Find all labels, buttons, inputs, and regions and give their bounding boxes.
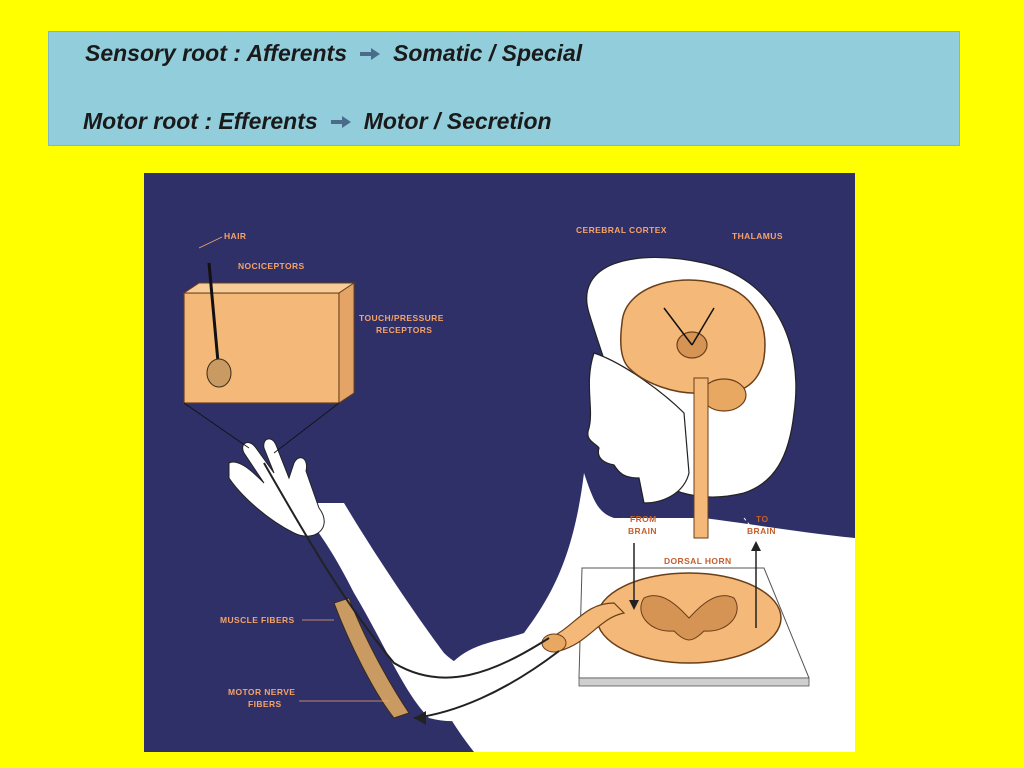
sensory-root-line: Sensory root : Afferents Somatic / Speci…: [85, 40, 582, 67]
projection-line-2: [273, 402, 340, 454]
sensory-root-text: Sensory root : Afferents: [85, 40, 347, 66]
to-brain-arrow-head: [751, 541, 761, 551]
dorsal-root-ganglion: [541, 633, 567, 653]
arm-silhouette: [294, 503, 524, 722]
hair-follicle: [206, 358, 232, 388]
spinal-cord-shape: [693, 377, 709, 539]
skin-block: [183, 292, 340, 404]
motor-secretion-text: Motor / Secretion: [363, 108, 552, 134]
skin-block-side: [338, 282, 355, 404]
cross-section-base: [578, 677, 810, 687]
hair-strand: [207, 262, 221, 374]
label-hair-leader: [198, 236, 223, 249]
label-from-1: FROM: [630, 514, 657, 524]
projection-line-1: [183, 402, 250, 449]
motor-root-line: Motor root : Efferents Motor / Secretion: [83, 108, 552, 135]
illustration-svg: HAIR NOCICEPTORS TOUCH/PRESSURE RECEPTOR…: [182, 225, 855, 752]
from-brain-dash-line: [583, 517, 625, 569]
somatic-special-text: Somatic / Special: [393, 40, 583, 66]
gray-matter-shape: [640, 595, 738, 641]
motor-root-text: Motor root : Efferents: [83, 108, 318, 134]
label-from-2: BRAIN: [628, 526, 657, 536]
label-hair: HAIR: [224, 231, 246, 241]
label-motor-nerve-1: MOTOR NERVE: [228, 687, 295, 697]
spinal-nerve-root: [548, 602, 626, 652]
right-arrow-icon: [360, 47, 380, 60]
cerebellum-shape: [701, 378, 747, 412]
right-arrow-icon: [330, 115, 351, 128]
label-motor-nerve-2: FIBERS: [248, 699, 282, 709]
motor-arrow-head: [414, 711, 426, 725]
muscle-fibers-shape: [333, 597, 410, 719]
label-touch-2: RECEPTORS: [376, 325, 432, 335]
label-to-1: TO: [756, 514, 768, 524]
label-to-2: BRAIN: [747, 526, 776, 536]
brain-arrow-1: [663, 307, 693, 346]
motor-nerve-path: [413, 650, 560, 719]
label-cerebral-cortex: CEREBRAL CORTEX: [576, 225, 667, 235]
to-brain-dash-line: [743, 517, 785, 569]
hand-silhouette: [228, 438, 325, 537]
nervous-system-illustration: HAIR NOCICEPTORS TOUCH/PRESSURE RECEPTOR…: [144, 173, 855, 752]
label-dorsal-horn: DORSAL HORN: [664, 556, 732, 566]
from-brain-arrow-head: [629, 600, 639, 610]
header-box: Sensory root : Afferents Somatic / Speci…: [48, 31, 960, 146]
label-muscle-fibers: MUSCLE FIBERS: [220, 615, 295, 625]
label-nociceptors: NOCICEPTORS: [238, 261, 305, 271]
face-shape: [587, 352, 690, 504]
label-thalamus: THALAMUS: [732, 231, 783, 241]
brain-arrow-2: [691, 307, 715, 346]
label-touch-1: TOUCH/PRESSURE: [359, 313, 444, 323]
sensory-nerve-path: [263, 462, 550, 679]
